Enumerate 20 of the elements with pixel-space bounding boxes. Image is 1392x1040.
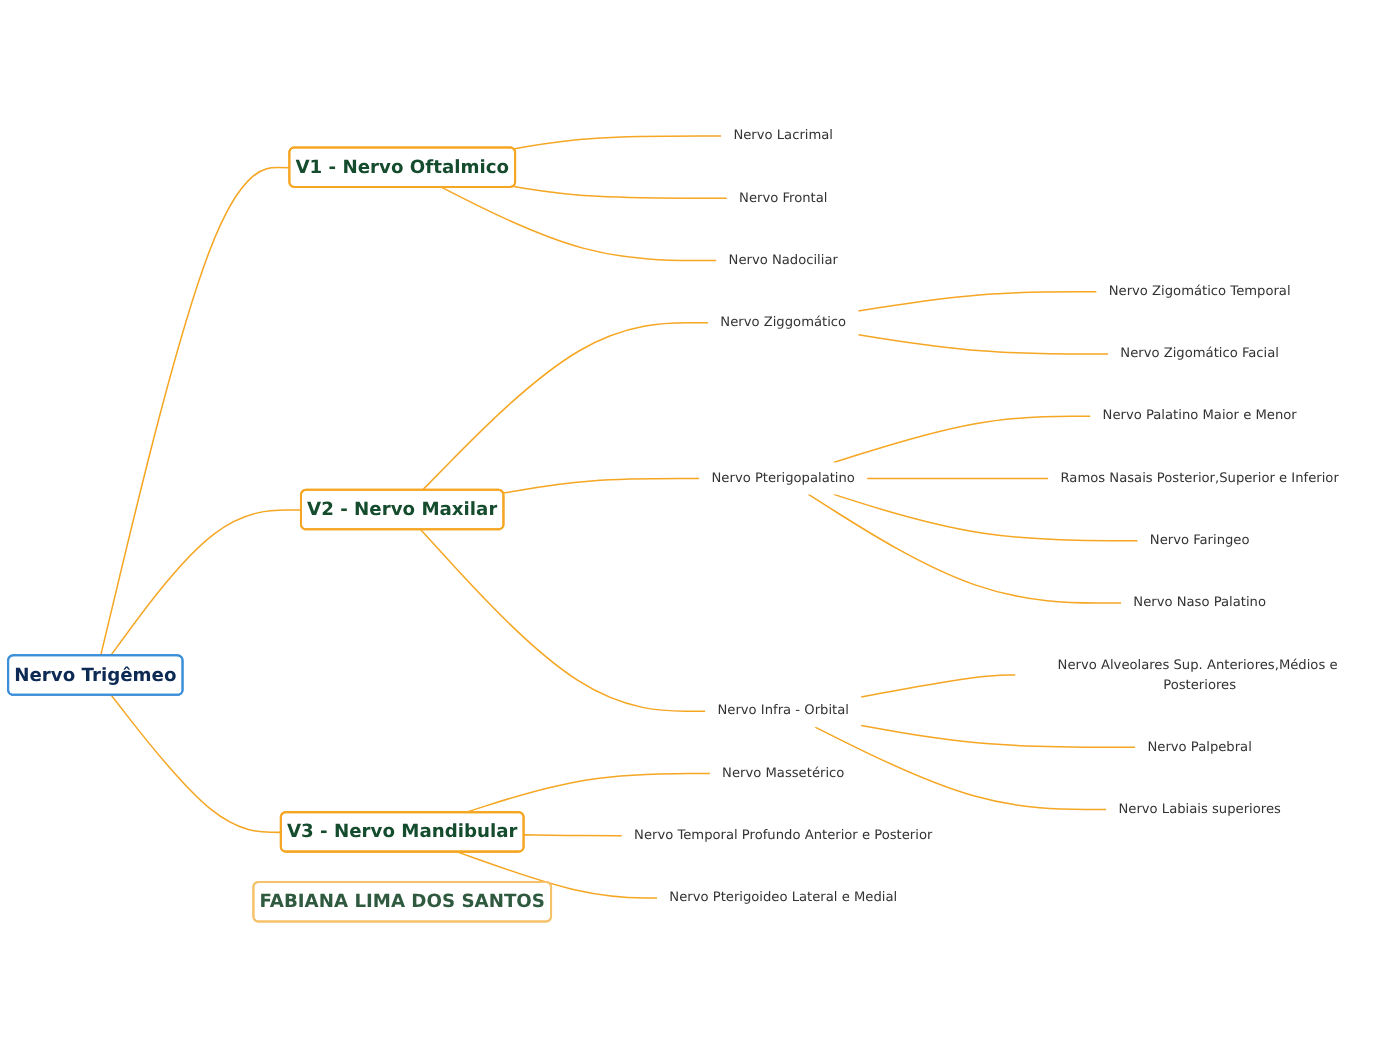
connector	[832, 414, 1092, 463]
connector	[110, 693, 283, 833]
connector	[99, 166, 291, 656]
connector	[512, 134, 723, 149]
connector	[512, 184, 728, 199]
connector	[857, 290, 1098, 311]
connector	[420, 528, 707, 712]
connector	[860, 723, 1137, 748]
connector	[832, 492, 1139, 541]
connector	[860, 673, 1017, 697]
connector	[866, 476, 1050, 479]
connector	[502, 476, 701, 494]
connector	[807, 492, 1122, 603]
connector	[457, 850, 658, 898]
connector	[109, 508, 303, 656]
connector	[857, 333, 1109, 354]
connector	[523, 833, 623, 836]
connector	[814, 725, 1108, 810]
connector	[440, 185, 718, 261]
connector	[421, 321, 709, 491]
